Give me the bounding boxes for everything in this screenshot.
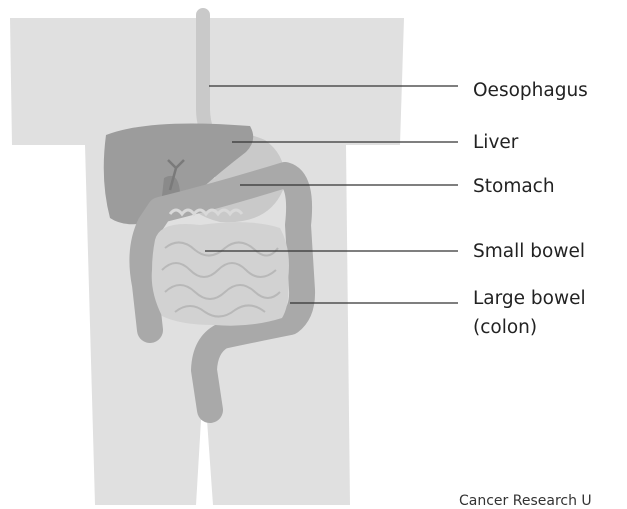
credit-text: Cancer Research U xyxy=(459,493,592,509)
label-colon: (colon) xyxy=(473,316,537,339)
label-small-bowel: Small bowel xyxy=(473,240,585,263)
label-large-bowel: Large bowel xyxy=(473,287,586,310)
label-stomach: Stomach xyxy=(473,175,555,198)
small-bowel-organ xyxy=(152,222,289,326)
label-liver: Liver xyxy=(473,131,518,154)
label-oesophagus: Oesophagus xyxy=(473,79,588,102)
